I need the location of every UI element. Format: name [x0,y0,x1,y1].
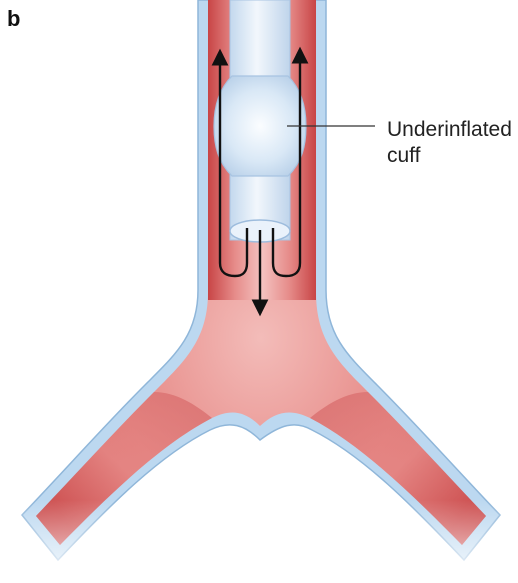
panel-label: b [7,6,20,32]
bottom-fade [0,500,518,578]
cuff-callout-label: Underinflated cuff [387,117,512,169]
callout-line-2: cuff [387,143,512,169]
callout-line-1: Underinflated [387,117,512,143]
